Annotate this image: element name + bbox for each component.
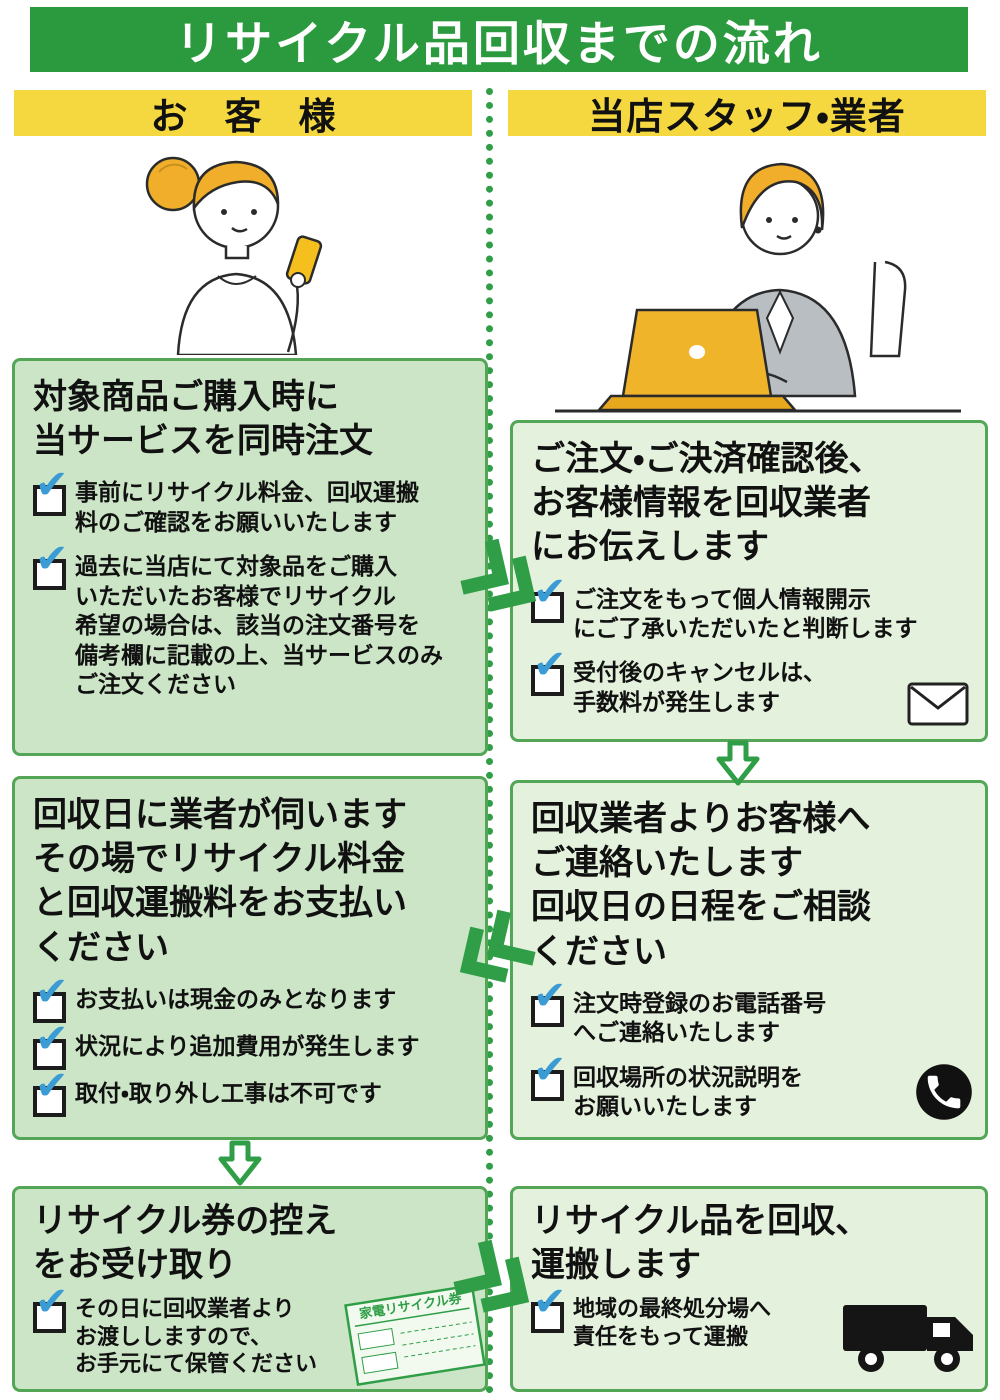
check-item: ✔ 過去に当店にて対象品をご購入 いただいたお客様でリサイクル 希望の場合は、該… bbox=[33, 539, 467, 699]
checkbox-box bbox=[531, 591, 564, 623]
checkmark-icon: ✔ bbox=[533, 1047, 567, 1092]
staff-step3-title: リサイクル品を回収、 運搬します bbox=[531, 1202, 870, 1285]
checkmark-icon: ✔ bbox=[533, 569, 567, 614]
staff-step2-box: 回収業者よりお客様へ ご連絡いたします 回収日の日程をご相談 ください ✔ 注文… bbox=[510, 780, 988, 1140]
check-item-text: 回収場所の状況説明を お願いいたします bbox=[573, 1063, 803, 1120]
check-item-text: 過去に当店にて対象品をご購入 いただいたお客様でリサイクル 希望の場合は、該当の… bbox=[75, 553, 443, 697]
page-title-banner: リサイクル品回収までの流れ bbox=[30, 7, 968, 72]
checkbox-box bbox=[33, 1085, 66, 1117]
check-item-text: 地域の最終処分場へ 責任をもって運搬 bbox=[573, 1296, 772, 1349]
checkmark-icon: ✔ bbox=[35, 1280, 69, 1325]
checkmark-icon: ✔ bbox=[35, 1016, 69, 1061]
check-item: ✔ 状況により追加費用が発生します bbox=[33, 1019, 467, 1070]
checkmark-icon: ✔ bbox=[533, 1280, 567, 1325]
arrow-down-customer-icon bbox=[218, 1140, 262, 1186]
customer-column-header: お 客 様 bbox=[14, 90, 472, 137]
checkmark-icon: ✔ bbox=[35, 1063, 69, 1108]
checkmark-icon: ✔ bbox=[533, 973, 567, 1018]
customer-step2-box: 回収日に業者が伺います その場でリサイクル料金 と回収運搬料をお支払い ください… bbox=[12, 776, 488, 1140]
checkbox-box bbox=[531, 995, 564, 1027]
arrow-to-customer-step2-icon bbox=[459, 909, 536, 983]
recycle-ticket: 家電リサイクル券 bbox=[344, 1284, 486, 1386]
checkbox-icon: ✔ bbox=[33, 1066, 75, 1117]
customer-step3-box: リサイクル券の控え をお受け取り ✔ その日に回収業者より お渡ししますので、 … bbox=[12, 1186, 488, 1392]
checkbox-box bbox=[33, 485, 66, 517]
check-item: ✔ 回収場所の状況説明を お願いいたします bbox=[531, 1050, 967, 1122]
check-item: ✔ その日に回収業者より お渡ししますので、 お手元にて保管ください bbox=[33, 1282, 467, 1378]
check-item: ✔ 受付後のキャンセルは、 手数料が発生します bbox=[531, 645, 967, 717]
staff-column-header: 当店スタッフ・業者 bbox=[508, 90, 986, 137]
check-item-text: 事前にリサイクル料金、回収運搬 料のご確認をお願いいたします bbox=[75, 479, 419, 535]
customer-step1-box: 対象商品ご購入時に 当サービスを同時注文 ✔ 事前にリサイクル料金、回収運搬 料… bbox=[12, 358, 488, 756]
checkbox-icon: ✔ bbox=[531, 976, 573, 1027]
checkbox-icon: ✔ bbox=[33, 1282, 75, 1334]
checkbox-icon: ✔ bbox=[33, 972, 75, 1023]
check-item-text: 状況により追加費用が発生します bbox=[75, 1032, 420, 1059]
phone-icon bbox=[916, 1064, 972, 1120]
checkbox-box bbox=[531, 665, 564, 697]
checkbox-box bbox=[531, 1302, 564, 1334]
arrow-to-staff-step3-icon bbox=[453, 1239, 530, 1313]
check-item-text: ご注文をもって個人情報開示 にご了承いただいたと判断します bbox=[573, 585, 918, 641]
checkmark-icon: ✔ bbox=[533, 643, 567, 688]
check-item-text: 受付後のキャンセルは、 手数料が発生します bbox=[573, 659, 826, 715]
check-item-text: 注文時登録のお電話番号 へご連絡いたします bbox=[573, 989, 826, 1046]
customer-illustration bbox=[145, 156, 323, 355]
checkbox-icon: ✔ bbox=[531, 572, 573, 623]
checkbox-icon: ✔ bbox=[33, 1019, 75, 1070]
checkmark-icon: ✔ bbox=[35, 537, 69, 582]
checkbox-icon: ✔ bbox=[531, 1282, 573, 1334]
checkbox-icon: ✔ bbox=[33, 465, 75, 517]
checkbox-box bbox=[33, 1302, 66, 1334]
column-divider bbox=[486, 88, 493, 1394]
checkbox-box bbox=[33, 559, 66, 591]
checkbox-box bbox=[33, 1038, 66, 1070]
staff-step2-title: 回収業者よりお客様へ ご連絡いたします 回収日の日程をご相談 ください bbox=[531, 800, 871, 971]
arrow-to-staff-step1-icon bbox=[460, 538, 537, 612]
checkbox-icon: ✔ bbox=[33, 539, 75, 591]
checkmark-icon: ✔ bbox=[35, 969, 69, 1014]
check-item-text: 取付・取り外し工事は不可です bbox=[75, 1079, 382, 1106]
checkmark-icon: ✔ bbox=[35, 463, 69, 508]
checkbox-box bbox=[33, 991, 66, 1023]
staff-step1-box: ご注文・ご決済確認後、 お客様情報を回収業者 にお伝えします ✔ ご注文をもって… bbox=[510, 420, 988, 742]
check-item: ✔ お支払いは現金のみとなります bbox=[33, 972, 467, 1023]
check-item-text: お支払いは現金のみとなります bbox=[75, 985, 397, 1012]
customer-step2-title: 回収日に業者が伺います その場でリサイクル料金 と回収運搬料をお支払い ください bbox=[33, 796, 407, 967]
customer-step3-title: リサイクル券の控え をお受け取り bbox=[33, 1202, 338, 1285]
arrow-down-staff-icon bbox=[716, 740, 760, 786]
customer-step1-title: 対象商品ご購入時に 当サービスを同時注文 bbox=[33, 378, 373, 461]
staff-step3-box: リサイクル品を回収、 運搬します ✔ 地域の最終処分場へ 責任をもって運搬 bbox=[510, 1186, 988, 1392]
staff-step1-title: ご注文・ご決済確認後、 お客様情報を回収業者 にお伝えします bbox=[531, 440, 883, 567]
checkbox-icon: ✔ bbox=[531, 1050, 573, 1101]
truck-icon bbox=[843, 1305, 973, 1372]
check-item: ✔ 地域の最終処分場へ 責任をもって運搬 bbox=[531, 1282, 967, 1350]
staff-illustration bbox=[555, 162, 961, 413]
checkbox-icon: ✔ bbox=[531, 645, 573, 697]
checkbox-box bbox=[531, 1069, 564, 1101]
check-item: ✔ 注文時登録のお電話番号 へご連絡いたします bbox=[531, 976, 967, 1048]
check-item: ✔ 取付・取り外し工事は不可です bbox=[33, 1066, 467, 1117]
mail-icon bbox=[907, 682, 969, 726]
page-title: リサイクル品回収までの流れ bbox=[175, 17, 823, 70]
check-item: ✔ ご注文をもって個人情報開示 にご了承いただいたと判断します bbox=[531, 572, 967, 644]
check-item: ✔ 事前にリサイクル料金、回収運搬 料のご確認をお願いいたします bbox=[33, 465, 467, 537]
check-item-text: その日に回収業者より お渡ししますので、 お手元にて保管ください bbox=[75, 1296, 318, 1377]
